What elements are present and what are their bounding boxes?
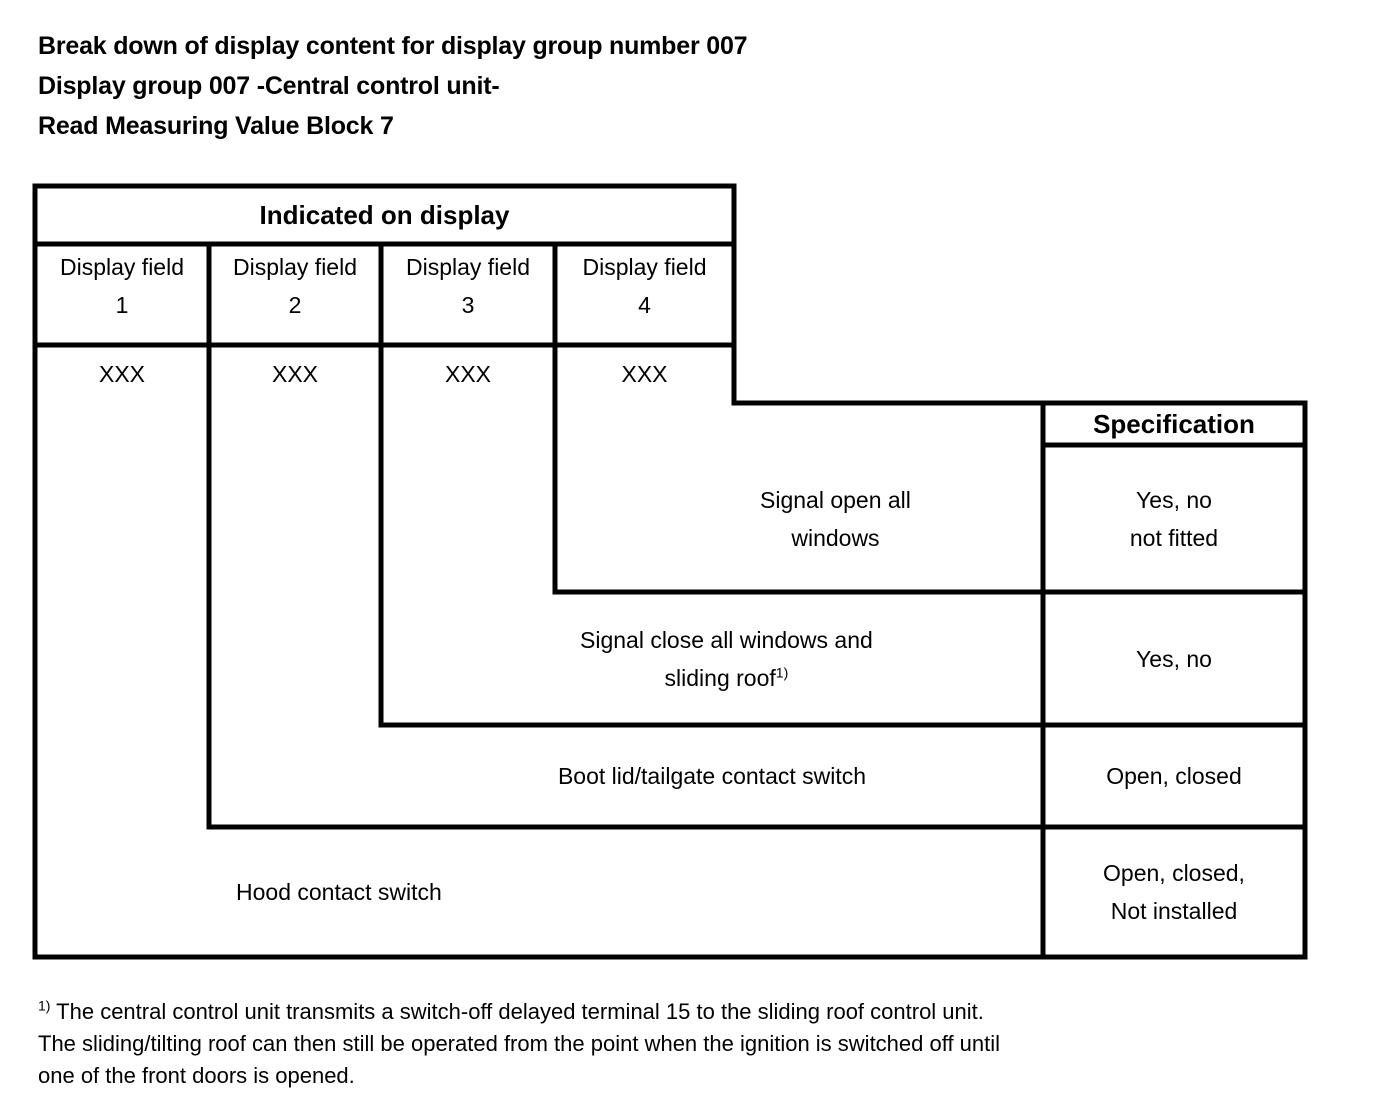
row-3-specification: Open, closed: [1043, 725, 1305, 827]
row-1-description-line-1: Signal open all: [760, 486, 911, 513]
title-line-1: Break down of display content for displa…: [38, 32, 748, 60]
display-field-2-number: 2: [288, 292, 302, 318]
title-line-3: Read Measuring Value Block 7: [38, 112, 394, 140]
footnote-line-1-text: The central control unit transmits a swi…: [56, 999, 984, 1024]
column-header-display-field-4: Display field 4: [555, 248, 734, 328]
row-1-description: Signal open all windows: [760, 445, 1043, 592]
row-1-specification: Yes, no not fitted: [1043, 445, 1305, 592]
row-3-spec-line-1: Open, closed: [1106, 763, 1242, 789]
row-2-description: Signal close all windows and sliding roo…: [580, 592, 1043, 725]
table-border-graphics: [32, 183, 1308, 960]
row-1-spec-line-1: Yes, no: [1136, 486, 1212, 513]
column-header-display-field-2: Display field 2: [209, 248, 381, 328]
column-header-specification: Specification: [1093, 409, 1255, 439]
display-field-4-number: 4: [638, 292, 651, 318]
footnote-line-1: 1) The central control unit transmits a …: [38, 996, 1338, 1028]
column-header-display-field-1: Display field 1: [35, 248, 209, 328]
footnote-block: 1) The central control unit transmits a …: [38, 996, 1338, 1092]
row-2-description-line-2: sliding roof: [664, 664, 776, 691]
row-4-description-line-1: Hood contact switch: [236, 879, 442, 905]
display-field-3-number: 3: [461, 292, 475, 318]
column-header-display-field-3: Display field 3: [381, 248, 555, 328]
group-header-indicated-on-display: Indicated on display: [259, 200, 510, 230]
row-4-description: Hood contact switch: [236, 827, 1043, 957]
row-2-specification: Yes, no: [1043, 592, 1305, 725]
row-2-description-line-1: Signal close all windows and: [580, 626, 873, 653]
display-field-3-label: Display field: [406, 254, 530, 280]
display-field-3-value: XXX: [444, 361, 492, 387]
row-3-description-line-1: Boot lid/tailgate contact switch: [557, 763, 867, 789]
row-2-spec-line-1: Yes, no: [1136, 645, 1212, 672]
title-line-2: Display group 007 -Central control unit-: [38, 72, 500, 100]
display-field-1-label: Display field: [60, 254, 184, 280]
row-4-spec-line-2: Not installed: [1110, 898, 1238, 924]
row-2-footnote-marker: 1): [775, 663, 789, 680]
display-field-2-value: XXX: [271, 361, 319, 387]
row-1-spec-line-2: not fitted: [1129, 524, 1219, 551]
display-field-4-value: XXX: [621, 361, 668, 387]
display-field-2-label: Display field: [233, 254, 357, 280]
footnote-marker: 1): [38, 997, 51, 1014]
document-title-block: Break down of display content for displa…: [38, 26, 1138, 146]
row-1-description-line-2: windows: [791, 524, 880, 551]
row-4-spec-line-1: Open, closed,: [1103, 860, 1245, 886]
display-field-1-number: 1: [115, 292, 129, 318]
footnote-line-2: The sliding/tilting roof can then still …: [38, 1031, 1001, 1056]
display-field-1-value: XXX: [98, 361, 146, 387]
display-field-4-label: Display field: [582, 254, 707, 280]
footnote-line-3: one of the front doors is opened.: [38, 1063, 355, 1088]
row-3-description: Boot lid/tailgate contact switch: [381, 725, 1043, 827]
row-4-specification: Open, closed, Not installed: [1043, 827, 1305, 957]
